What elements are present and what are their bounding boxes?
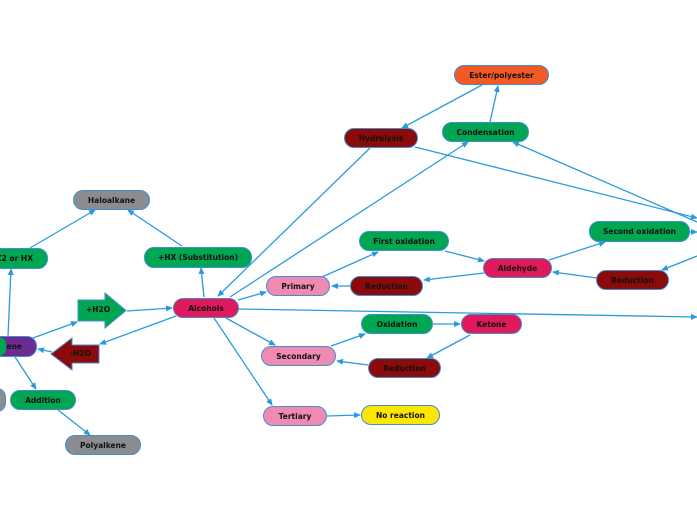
node-label: Secondary — [276, 351, 321, 361]
node-label: Primary — [281, 281, 315, 291]
node-hx-substitution[interactable]: +HX (Substitution) — [144, 247, 252, 268]
node-alkene[interactable]: ene — [0, 336, 37, 357]
edge-alkene-plush2o — [32, 321, 78, 339]
edge-minush2o-alkene — [37, 347, 53, 354]
edge-ketone-reduction — [426, 334, 471, 359]
edge-reduction3-secondary — [336, 358, 369, 366]
alkene-green-accent — [0, 337, 6, 356]
node-reduction-secondary[interactable]: Reduction — [368, 358, 441, 378]
node-no-reaction[interactable]: No reaction — [361, 405, 440, 425]
right-arrow-icon — [77, 291, 127, 330]
node-label: +HX (Substitution) — [157, 253, 239, 262]
edge-alcohols-secondary — [225, 317, 276, 346]
node-label: Hydrolysis — [358, 133, 404, 143]
node-secondary[interactable]: Secondary — [261, 346, 336, 366]
edge-ester-hydrolysis — [401, 84, 483, 129]
node-label: Alcohols — [188, 303, 224, 313]
node-hydrolysis[interactable]: Hydrolysis — [344, 128, 418, 148]
node-label: -H2O — [70, 349, 91, 358]
edge-secondary-oxidation — [330, 333, 366, 347]
node-oxidation[interactable]: Oxidation — [361, 314, 433, 334]
node-label: Ketone — [476, 319, 507, 329]
node-first-oxidation[interactable]: First oxidation — [359, 231, 449, 251]
edge-hxsub-haloalkane — [127, 209, 183, 247]
edge-alcohols-tertiary — [213, 317, 273, 406]
minus-h2o-arrow[interactable]: -H2O — [50, 336, 100, 372]
node-aldehyde[interactable]: Aldehyde — [483, 258, 552, 278]
edge-aldehyde-reduction — [423, 272, 485, 283]
node-addition[interactable]: Addition — [10, 390, 76, 410]
edge-hydrolysis-alcohols — [217, 147, 371, 297]
edge-hydrolysis-right — [414, 146, 697, 220]
edge-primary-firstox — [321, 251, 379, 278]
node-primary[interactable]: Primary — [266, 276, 330, 296]
node-x2-or-hx[interactable]: X2 or HX — [0, 248, 48, 269]
node-haloalkane[interactable]: Haloalkane — [73, 190, 150, 210]
node-polyalkene[interactable]: Polyalkene — [65, 435, 141, 455]
edge-alcohols-primary — [237, 290, 267, 301]
node-label: Second oxidation — [602, 227, 677, 236]
node-second-oxidation[interactable]: Second oxidation — [589, 221, 690, 242]
edge-condensation-ester — [489, 85, 500, 123]
node-reduction-aldehyde[interactable]: Reduction — [596, 270, 669, 290]
edge-right-reduction2 — [661, 255, 697, 271]
node-label: X2 or HX — [0, 254, 33, 263]
node-reduction-primary[interactable]: Reduction — [350, 276, 423, 296]
node-label: +H2O — [86, 305, 111, 314]
node-label: Haloalkane — [87, 195, 136, 205]
edge-x2hx-haloalkane — [29, 209, 96, 249]
edge-plush2o-alcohols — [126, 305, 173, 312]
node-label: Aldehyde — [497, 263, 538, 273]
edge-firstox-aldehyde — [444, 250, 485, 263]
node-label: Tertiary — [278, 411, 312, 421]
node-label: Oxidation — [376, 319, 418, 329]
node-label: Reduction — [365, 281, 408, 291]
edge-alkene-addition — [14, 356, 37, 390]
edge-alkene-x2hx — [7, 268, 14, 337]
node-label: ene — [6, 342, 22, 351]
node-label: Condensation — [456, 127, 515, 137]
node-label: Ester/polyester — [469, 70, 534, 80]
node-label: No reaction — [376, 410, 425, 420]
edge-alcohols-condensation — [229, 141, 469, 298]
node-label: Reduction — [383, 363, 426, 373]
left-arrow-icon — [50, 336, 100, 372]
node-condensation[interactable]: Condensation — [442, 122, 529, 142]
edge-alcohols-hxsub — [198, 267, 205, 298]
node-label: Addition — [25, 395, 61, 405]
edge-aldehyde-secondox — [548, 240, 606, 261]
edge-reduction2-aldehyde — [552, 269, 598, 279]
edge-tertiary-noreaction — [326, 412, 361, 419]
edge-alcohols-minush2o — [99, 315, 177, 345]
node-label: Reduction — [611, 275, 654, 285]
node-tertiary[interactable]: Tertiary — [263, 406, 327, 426]
node-ketone[interactable]: Ketone — [461, 314, 522, 334]
edge-addition-polyalkene — [57, 409, 91, 436]
node-ester-polyester[interactable]: Ester/polyester — [454, 65, 549, 85]
node-label: First oxidation — [373, 236, 435, 246]
edge-right-condensation — [512, 141, 697, 223]
plus-h2o-arrow[interactable]: +H2O — [77, 291, 127, 330]
node-label: Polyalkene — [79, 440, 127, 450]
edge-alcohols-right — [238, 308, 697, 320]
node-alcohols[interactable]: Alcohols — [173, 298, 239, 318]
